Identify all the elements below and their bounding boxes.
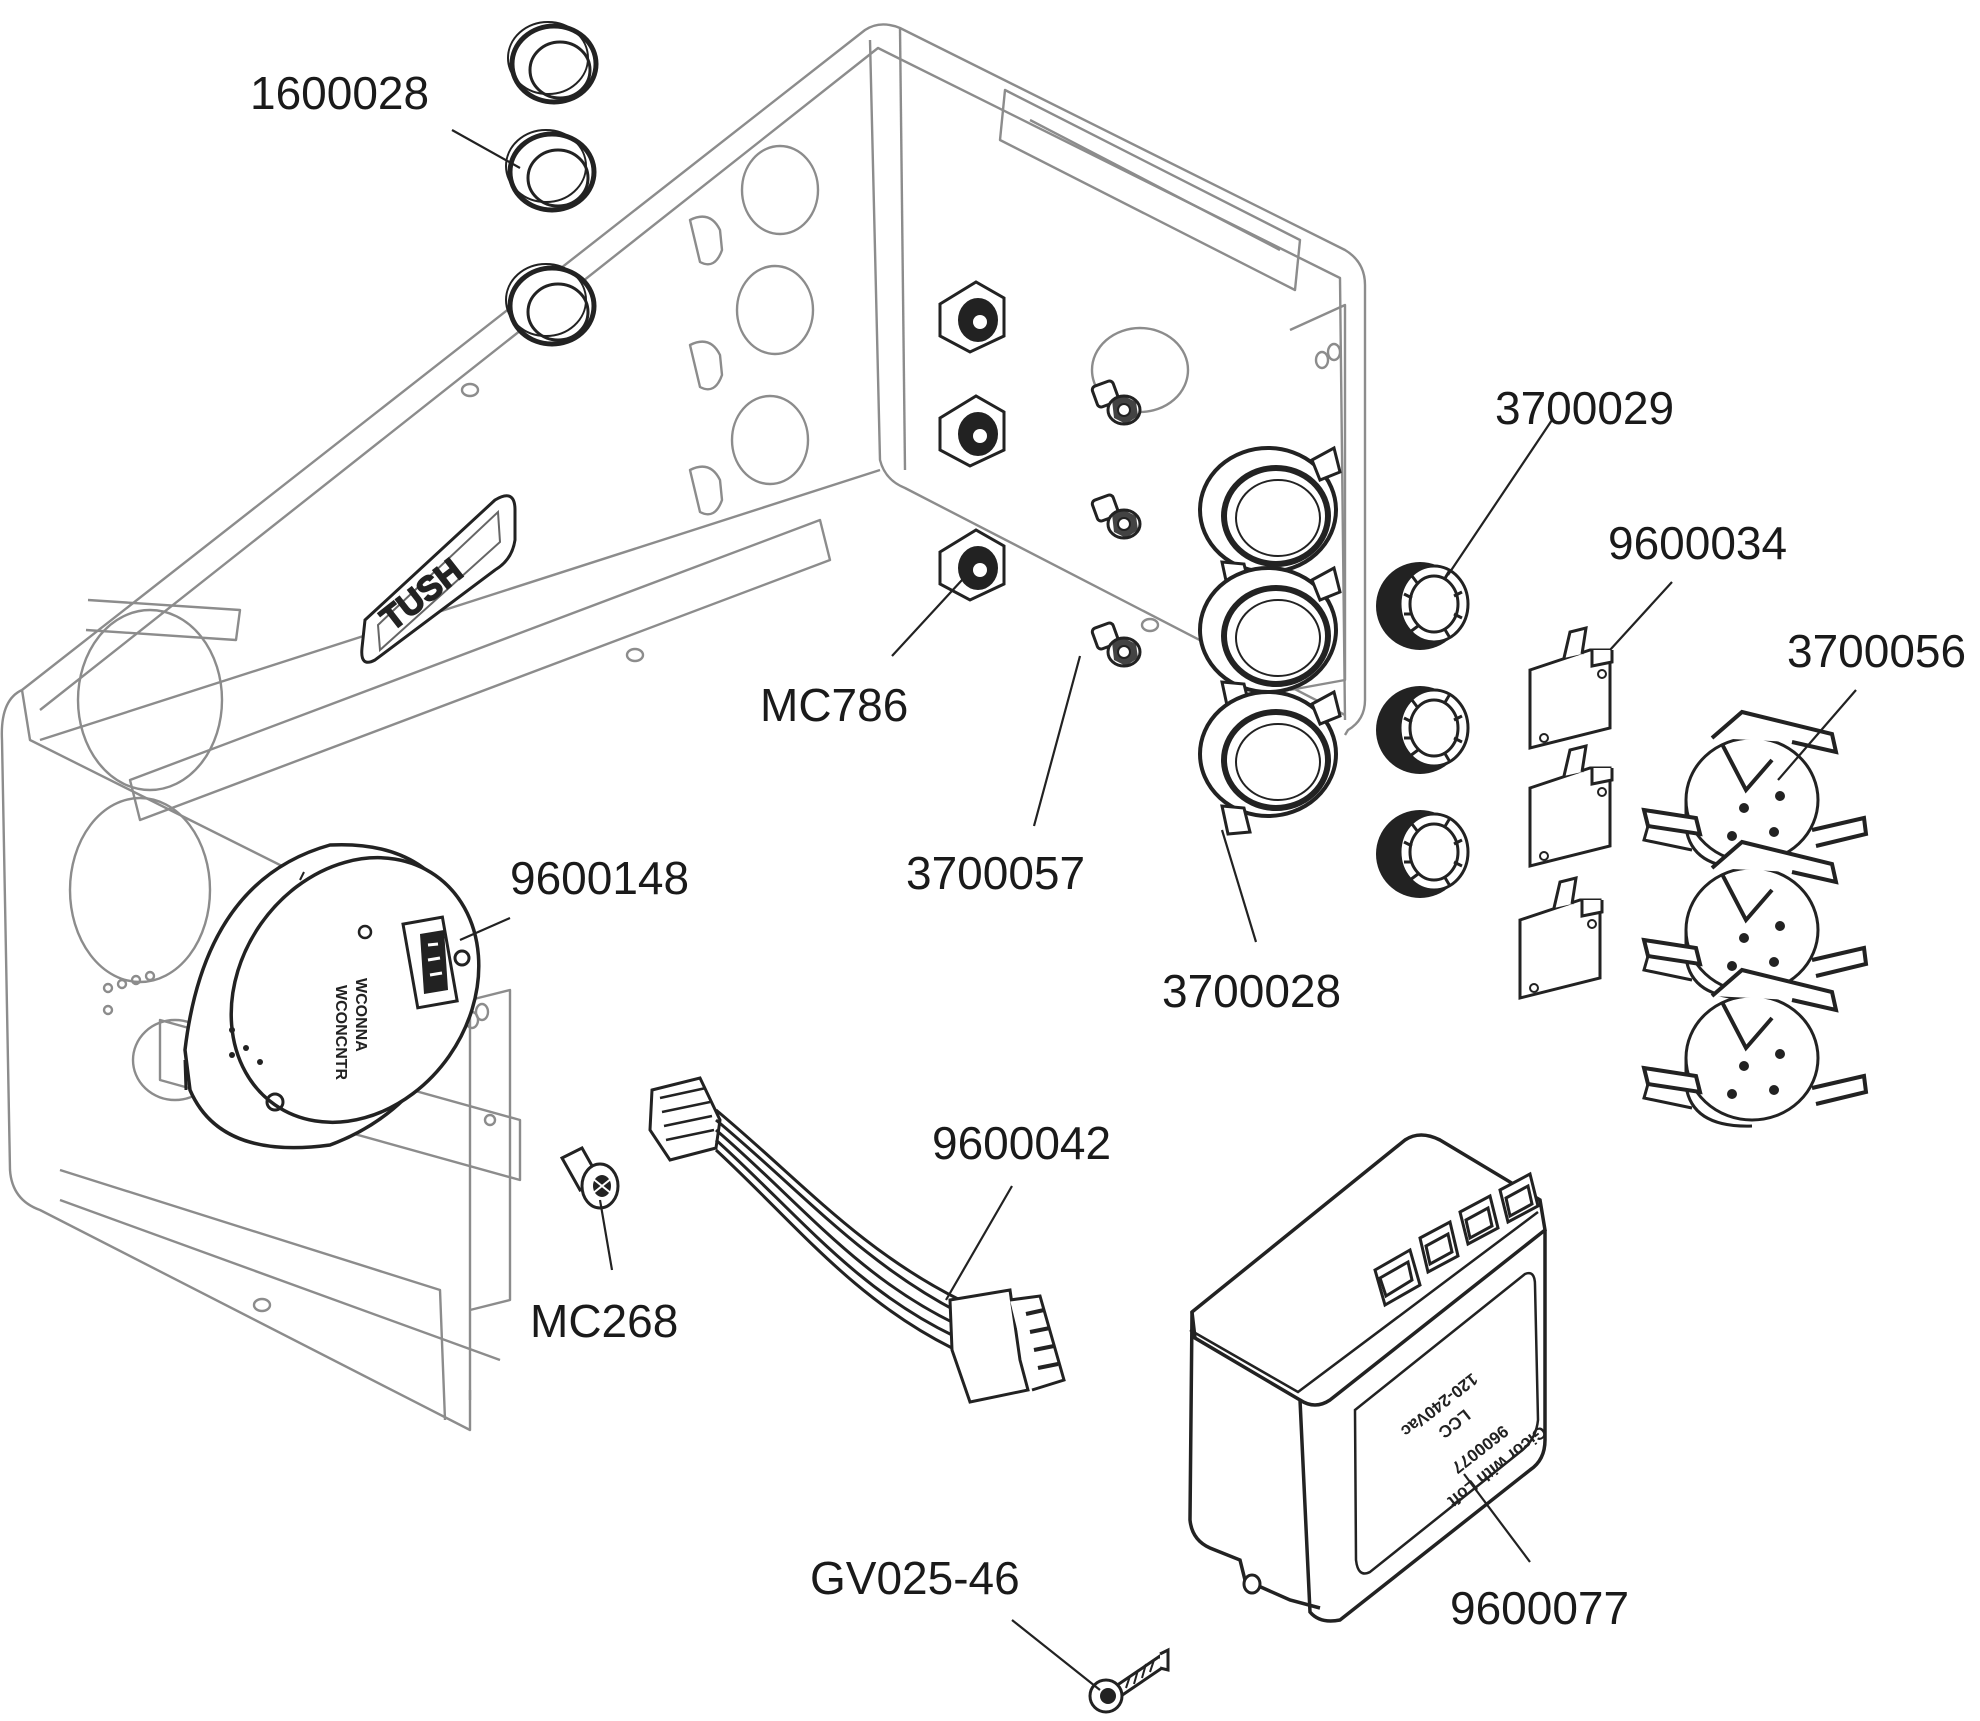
label-9600034: 9600034 [1608, 517, 1788, 569]
part-3700029-lock-rings[interactable] [1374, 560, 1470, 900]
enclosure-emboss-badge: TUSH [360, 494, 517, 664]
module-9600148-label-line1: WCONNA [352, 978, 369, 1052]
label-9600042: 9600042 [932, 1117, 1112, 1169]
label-1600028: 1600028 [250, 67, 430, 119]
label-3700056: 3700056 [1787, 625, 1967, 677]
part-9600148-round-module[interactable]: WCONNA WCONCNTR [180, 809, 529, 1170]
enclosure-back-box [0, 23, 1367, 1432]
part-3700056-switch-pucks[interactable] [1642, 710, 1868, 1129]
part-3700057-knobs[interactable] [1089, 378, 1142, 668]
part-gv025-46-screw[interactable] [1088, 1647, 1170, 1714]
label-gv025-46: GV025-46 [810, 1552, 1020, 1604]
label-mc786: MC786 [760, 679, 909, 731]
label-mc268: MC268 [530, 1295, 679, 1347]
label-3700028: 3700028 [1162, 965, 1342, 1017]
power-module-connectors [1373, 1171, 1540, 1308]
part-mc786-spacers[interactable] [938, 280, 1006, 602]
label-9600077: 9600077 [1450, 1582, 1630, 1634]
part-9600042-wire-harness[interactable] [648, 1076, 1066, 1404]
part-1600028-bushings[interactable] [506, 22, 596, 344]
label-9600148: 9600148 [510, 852, 690, 904]
module-9600148-label-line2: WCONCNTR [332, 985, 349, 1081]
label-3700057: 3700057 [906, 847, 1086, 899]
label-3700029: 3700029 [1495, 382, 1675, 434]
part-mc268-screw[interactable] [559, 1146, 620, 1210]
leader-lines [451, 129, 1857, 1691]
part-3700028-collars[interactable] [1200, 448, 1340, 834]
part-9600077-power-module[interactable]: Gicor with Loft 9600077 LCC 120-240Vac [1188, 1133, 1550, 1623]
part-9600034-clip-tabs[interactable] [1518, 626, 1614, 1000]
